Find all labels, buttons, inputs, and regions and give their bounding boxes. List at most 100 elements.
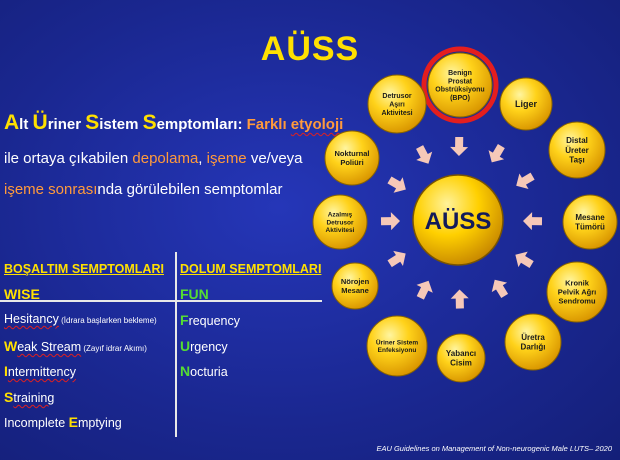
node-label: Aktivitesi <box>381 110 412 117</box>
arrow-shape <box>450 289 469 309</box>
node-label: Poliüri <box>340 158 363 167</box>
definition-word: riner <box>47 116 86 133</box>
node-circle <box>427 52 493 118</box>
definition-highlight: Farklı <box>246 116 291 133</box>
arrow-shape <box>515 251 534 268</box>
symptom-note: (İdrara başlarken bekleme) <box>58 316 157 325</box>
node-label: Aktivitesi <box>326 227 355 234</box>
definition-text: ve/veya <box>246 150 303 167</box>
node-label: Nokturnal <box>334 149 369 158</box>
node-label: Tümörü <box>575 223 605 232</box>
definition-highlight: işeme sonrası <box>4 181 98 198</box>
voiding-row: Hesitancy (İdrara başlarken bekleme) <box>4 312 157 326</box>
node-label: Obstrüksiyonu <box>435 87 484 94</box>
symptom-initial: U <box>180 338 191 354</box>
node-circle <box>367 74 427 134</box>
symptom-name: mptying <box>77 416 122 430</box>
node-label: Nörojen <box>341 277 370 286</box>
node-label: Cisim <box>450 359 472 368</box>
storage-header: DOLUM SEMPTOMLARI <box>180 262 322 276</box>
storage-row: Frequency <box>180 312 240 328</box>
node-circle <box>548 121 606 179</box>
symptom-initial: E <box>68 414 78 430</box>
voiding-row: Weak Stream (Zayıf idrar Akımı) <box>4 338 147 354</box>
voiding-acronym: WISE <box>4 286 40 302</box>
node-label: Detrusor <box>382 93 411 100</box>
center-circle <box>412 174 504 266</box>
arrow-shape <box>387 250 406 268</box>
symptom-name: training <box>13 391 55 405</box>
storage-row: Urgency <box>180 338 228 354</box>
definition-line-2: ile ortaya çıkabilen depolama, işeme ve/… <box>4 149 344 169</box>
symptom-name: rgency <box>190 340 228 354</box>
arrow-shape <box>416 145 433 164</box>
node-circle <box>312 194 368 250</box>
node-label: Liger <box>515 99 538 109</box>
definition-highlight: işeme <box>206 150 247 167</box>
acronym-letter: S <box>142 111 157 134</box>
arrow-shape <box>380 212 400 231</box>
node-label: Üreter <box>565 146 589 155</box>
arrow-shape <box>516 172 535 189</box>
definition-text: nda görülebilen semptomlar <box>97 181 283 198</box>
node-circle <box>562 194 618 250</box>
node-circle <box>331 262 379 310</box>
arrow-shape <box>523 212 543 231</box>
node-label: Sendromu <box>558 297 596 306</box>
node-label: Darlığı <box>521 343 546 352</box>
node-label: Kronik <box>565 279 590 288</box>
node-label: Taşı <box>569 155 584 164</box>
arrow-shape <box>450 136 469 156</box>
acronym-letter: S <box>85 111 100 134</box>
footer-citation: EAU Guidelines on Management of Non-neur… <box>376 444 612 453</box>
storage-acronym: FUN <box>180 286 209 302</box>
acronym-letter: A <box>4 111 20 134</box>
definition-text: ile ortaya çıkabilen <box>4 150 133 167</box>
symptom-note: (Zayıf idrar Akımı) <box>81 344 147 353</box>
node-label: Benign <box>448 70 472 77</box>
node-label: Mesane <box>341 286 369 295</box>
node-label: Üretra <box>521 333 545 342</box>
page-title: AÜSS <box>260 30 360 68</box>
node-circle <box>504 313 562 371</box>
node-circle <box>324 130 380 186</box>
symptom-initial: S <box>4 389 14 405</box>
symptom-initial: W <box>4 338 18 354</box>
arrow-shape <box>491 279 509 299</box>
symptom-name: Hesitancy <box>4 312 59 326</box>
definition-word: emptomları: <box>156 116 247 133</box>
arrow-group <box>380 136 543 309</box>
symptom-name: ntermittency <box>7 365 76 379</box>
node-label: Azalmış <box>328 211 353 218</box>
symptom-name: Incomplete <box>4 416 69 430</box>
symptom-initial: I <box>4 363 8 379</box>
storage-row: Nocturia <box>180 363 228 379</box>
node-label: Pelvik Ağrı <box>558 288 597 297</box>
cause-node: Liger <box>499 77 553 131</box>
voiding-header: BOŞALTIM SEMPTOMLARI <box>4 262 164 276</box>
voiding-row: Incomplete Emptying <box>4 414 122 430</box>
highlight-ring <box>421 46 499 124</box>
node-label: Distal <box>566 136 588 145</box>
table-divider-horizontal <box>0 300 322 302</box>
node-circle <box>366 315 428 377</box>
arrow-shape <box>416 280 433 300</box>
symptom-initial: N <box>180 363 191 379</box>
node-label: Prostat <box>448 78 473 85</box>
arrow-shape <box>387 176 406 193</box>
node-label: (BPO) <box>450 95 470 102</box>
node-circle <box>499 77 553 131</box>
symptom-name: octuria <box>190 365 228 379</box>
node-label: Detrusor <box>326 219 354 226</box>
definition-line-1: Alt Üriner Sistem Semptomları: Farklı et… <box>4 111 344 135</box>
